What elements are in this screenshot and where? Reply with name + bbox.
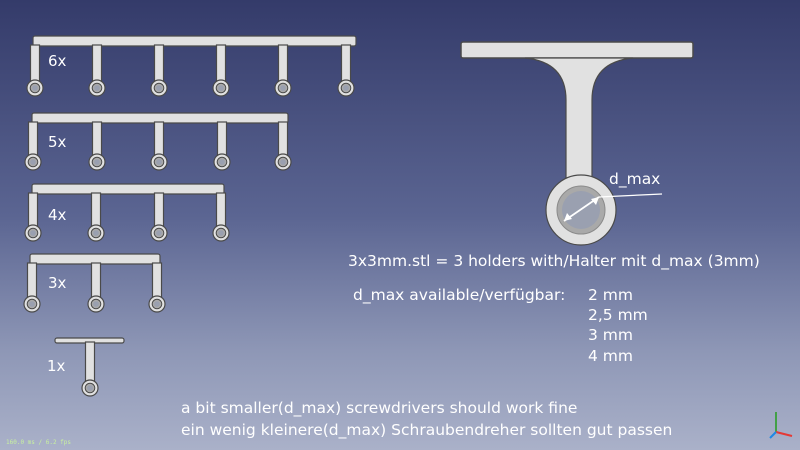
holder-6x-arm-4	[277, 44, 289, 83]
holder-5x-arm-1	[91, 121, 103, 157]
count-label-4x: 4x	[48, 206, 67, 224]
holder-6x-hole-4	[280, 85, 286, 91]
holder-3x-hole-0	[29, 301, 35, 307]
axis-x-line	[775, 431, 793, 437]
holder-5x-hole-2	[156, 159, 162, 165]
count-label-1x: 1x	[47, 357, 66, 375]
holder-5x-hole-1	[94, 159, 100, 165]
holder-6x-hole-5	[343, 85, 349, 91]
available-sizes-label: d_max available/verfügbar:	[353, 286, 566, 304]
holder-4x-bar	[31, 183, 225, 195]
holder-5x-arm-4	[277, 121, 289, 157]
holder-5x-hole-0	[30, 159, 36, 165]
size-item-2-5mm: 2,5 mm	[588, 306, 648, 324]
holder-6x-arm-5	[340, 44, 352, 83]
note-english: a bit smaller(d_max) screwdrivers should…	[181, 399, 578, 417]
holder-large-neck	[524, 57, 634, 179]
size-item-4mm: 4 mm	[588, 347, 633, 365]
holder-6x-arm-2	[153, 44, 165, 83]
holder-4x-hole-0	[30, 230, 36, 236]
note-german: ein wenig kleinere(d_max) Schraubendrehe…	[181, 421, 673, 439]
holder-6x-arm-0	[29, 44, 41, 83]
count-label-5x: 5x	[48, 133, 67, 151]
holder-5x-arm-3	[216, 121, 228, 157]
count-label-6x: 6x	[48, 52, 67, 70]
dimension-arrow-head-top	[591, 197, 599, 205]
axis-z-line	[769, 431, 777, 439]
holder-3x-arm-2	[151, 262, 163, 299]
holder-5x-arm-0	[27, 121, 39, 157]
holder-4x-arm-2	[153, 192, 165, 228]
dimension-leader-line	[598, 193, 663, 198]
holder-1x[interactable]	[54, 337, 125, 397]
holder-3x-arm-1	[90, 262, 102, 299]
holder-large-bar	[460, 41, 694, 59]
holder-4x-arm-1	[90, 192, 102, 228]
holder-1x-arm-0	[84, 341, 96, 383]
holder-4x-arm-0	[27, 192, 39, 228]
holder-5x-hole-3	[219, 159, 225, 165]
holder-single-large[interactable]	[460, 41, 694, 246]
holder-6x-arm-3	[215, 44, 227, 83]
holder-5x-arm-2	[153, 121, 165, 157]
count-label-3x: 3x	[48, 274, 67, 292]
axis-cross-icon	[769, 412, 793, 439]
holder-6x-hole-0	[32, 85, 38, 91]
holder-4x[interactable]	[24, 183, 230, 242]
holder-6x-hole-2	[156, 85, 162, 91]
holder-5x-hole-4	[280, 159, 286, 165]
holder-6x-hole-3	[218, 85, 224, 91]
holder-1x-hole-0	[87, 385, 93, 391]
holder-6x[interactable]	[26, 35, 357, 97]
holder-3x-hole-1	[93, 301, 99, 307]
holder-6x-hole-1	[94, 85, 100, 91]
size-item-3mm: 3 mm	[588, 326, 633, 344]
holder-6x-arm-1	[91, 44, 103, 83]
fps-readout: 160.0 ms / 6.2 fps	[6, 439, 72, 446]
holder-3x[interactable]	[23, 253, 166, 313]
holder-5x[interactable]	[24, 112, 292, 171]
holder-4x-hole-1	[93, 230, 99, 236]
holder-4x-arm-3	[215, 192, 227, 228]
holder-3x-hole-2	[154, 301, 160, 307]
holder-4x-hole-3	[218, 230, 224, 236]
holder-3x-arm-0	[26, 262, 38, 299]
info-line-holders: 3x3mm.stl = 3 holders with/Halter mit d_…	[348, 252, 760, 270]
dimension-arrow-head-bottom	[564, 213, 572, 221]
holder-4x-hole-2	[156, 230, 162, 236]
size-item-2mm: 2 mm	[588, 286, 633, 304]
dimension-label: d_max	[609, 170, 661, 188]
holder-6x-bar	[32, 35, 357, 47]
